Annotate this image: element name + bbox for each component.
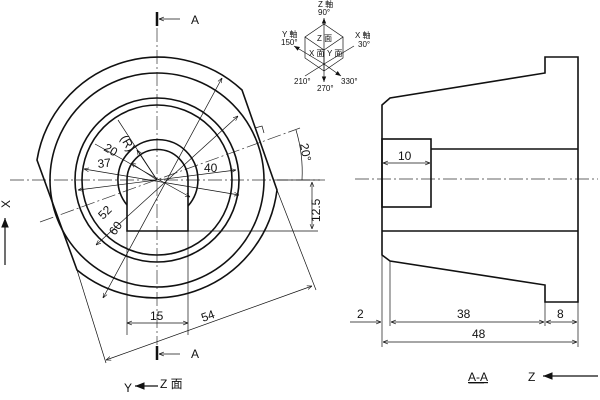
ext-flat-right — [276, 189, 317, 291]
z-axis-label: Z — [528, 370, 535, 384]
x-axis-label: X — [0, 200, 13, 208]
label-12-5: 12.5 — [309, 198, 323, 222]
counterbore — [381, 138, 432, 208]
z-axis-angle: 90° — [318, 8, 330, 17]
label-52: 52 — [95, 203, 115, 223]
label-38: 38 — [457, 307, 471, 321]
ext-flat-left — [76, 269, 107, 364]
x-axis-name: X 軸 — [355, 30, 371, 40]
section-label-bottom: A — [191, 347, 199, 361]
leader-r-ext — [117, 119, 158, 181]
label-40: 40 — [204, 161, 218, 175]
y-axis-arrow-icon — [293, 45, 325, 65]
label-54: 54 — [199, 307, 217, 325]
label-8: 8 — [557, 307, 564, 321]
section-title: A-A — [468, 370, 488, 384]
x-face-name: X 面 — [309, 49, 325, 58]
y-axis-angle: 150° — [281, 38, 298, 47]
front-view: (R) 20 37 40 52 60 20° 12.5 15 54 A A X … — [0, 12, 325, 395]
leader-37-inner — [131, 163, 158, 181]
dim-line-60 — [103, 78, 222, 298]
label-15: 15 — [150, 309, 164, 323]
dim-line-40 — [84, 169, 239, 195]
label-radius: (R) — [117, 133, 137, 154]
angle-330: 330° — [341, 77, 358, 86]
slot-profile — [126, 148, 189, 232]
section-outer-profile — [381, 56, 579, 303]
label-37: 37 — [97, 156, 112, 171]
z-face-label: Z 面 — [160, 377, 183, 391]
angle-210: 210° — [294, 77, 311, 86]
label-angle: 20° — [297, 142, 314, 162]
axis-210-line — [304, 63, 325, 77]
axis-legend: Z 軸 90° Y 軸 150° X 軸 30° Z 面 X 面 Y 面 210… — [281, 0, 371, 93]
y-axis-name: Y 軸 — [282, 29, 297, 39]
z-face-name: Z 面 — [317, 34, 332, 43]
label-20: 20 — [102, 140, 121, 159]
angle-arc-20 — [295, 129, 303, 181]
x-axis-angle: 30° — [358, 40, 370, 49]
label-2: 2 — [357, 307, 364, 321]
y-face-name: Y 面 — [327, 49, 342, 58]
angle-270: 270° — [317, 84, 334, 93]
y-axis-label: Y — [124, 381, 132, 395]
right-angle-mark — [254, 125, 265, 134]
z-axis-name: Z 軸 — [318, 0, 333, 9]
dim-line-54 — [106, 286, 312, 360]
x-axis-line-icon — [323, 45, 355, 65]
axis-330-arrow — [323, 63, 342, 77]
label-10: 10 — [398, 149, 412, 163]
label-48: 48 — [472, 327, 486, 341]
section-view: 10 2 38 8 48 A-A Z — [350, 56, 598, 384]
section-label-top: A — [191, 13, 199, 27]
